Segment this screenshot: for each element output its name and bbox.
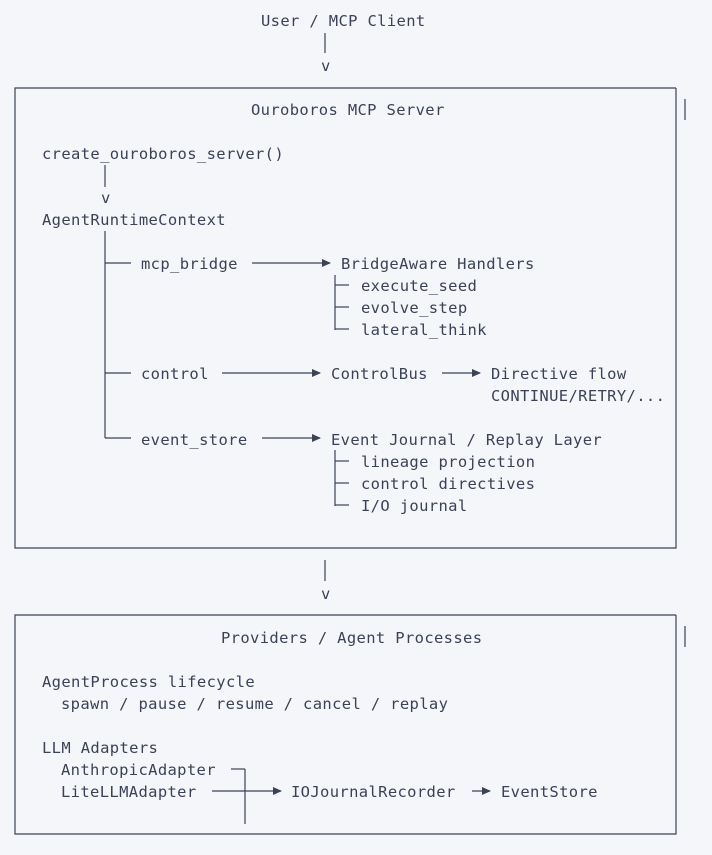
providers-frame — [14, 614, 677, 835]
client-label: User / MCP Client — [261, 12, 426, 30]
mcp-bridge-label: mcp_bridge — [141, 255, 238, 273]
providers-title: Providers / Agent Processes — [221, 629, 483, 647]
directive-values: CONTINUE/RETRY/... — [491, 387, 666, 405]
adapters-heading: LLM Adapters — [42, 739, 159, 757]
directive-flow-label: Directive flow — [491, 365, 627, 383]
eventstore-label: EventStore — [501, 783, 598, 801]
adapter-item: LiteLLMAdapter — [61, 783, 197, 801]
journal-item: control directives — [361, 475, 536, 493]
controlbus-label: ControlBus — [331, 365, 428, 383]
lifecycle-operations: spawn / pause / resume / cancel / replay — [61, 695, 449, 713]
journal-item: lineage projection — [361, 453, 536, 471]
down-arrow-glyph: v — [321, 585, 331, 603]
handler-item: execute_seed — [361, 277, 478, 295]
control-label: control — [141, 365, 209, 383]
event-store-label: event_store — [141, 431, 248, 449]
bridge-handlers-label: BridgeAware Handlers — [341, 255, 535, 273]
adapter-item: AnthropicAdapter — [61, 761, 216, 779]
factory-function: create_ouroboros_server() — [42, 145, 285, 163]
journal-item: I/O journal — [361, 497, 468, 515]
down-arrow-glyph: v — [321, 57, 331, 75]
server-title: Ouroboros MCP Server — [251, 101, 445, 119]
lifecycle-heading: AgentProcess lifecycle — [42, 673, 255, 691]
event-journal-label: Event Journal / Replay Layer — [331, 431, 603, 449]
runtime-context: AgentRuntimeContext — [42, 211, 226, 229]
handler-item: evolve_step — [361, 299, 468, 317]
server-frame — [14, 87, 677, 549]
handler-item: lateral_think — [361, 321, 487, 339]
down-arrow-glyph: v — [101, 189, 111, 207]
journal-recorder-label: IOJournalRecorder — [291, 783, 456, 801]
